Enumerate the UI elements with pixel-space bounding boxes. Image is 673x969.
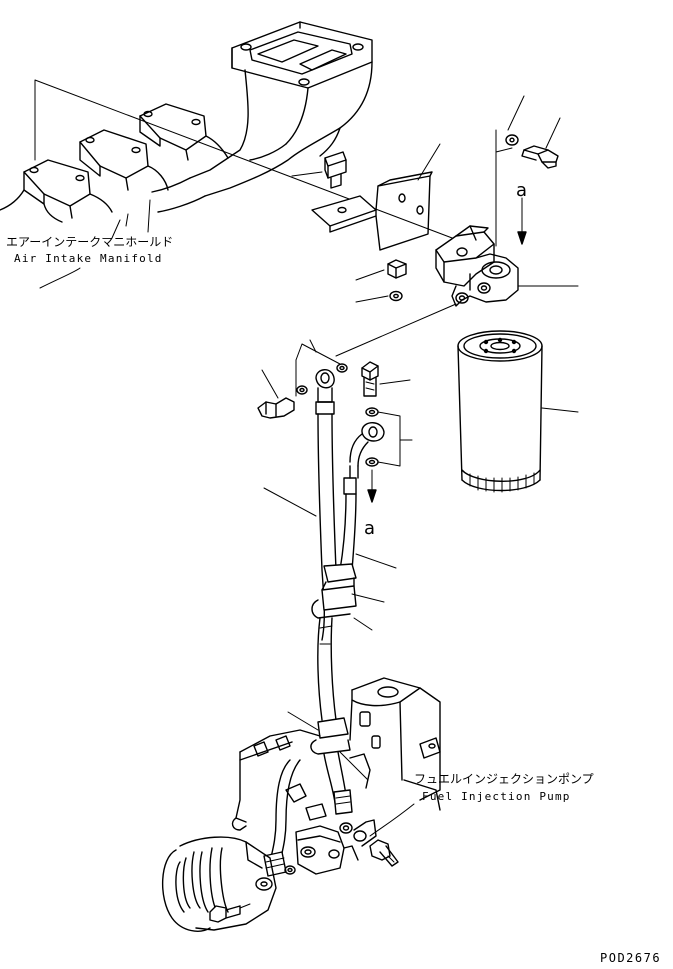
bolt-top-left bbox=[292, 152, 346, 188]
washers-hose-upper bbox=[296, 340, 347, 396]
leader-manifold-bracket bbox=[35, 80, 468, 244]
eye-bolt-left bbox=[258, 370, 294, 418]
washers-hose-right bbox=[366, 408, 412, 466]
bolt-top-right bbox=[522, 118, 560, 168]
fuel-hoses bbox=[264, 414, 396, 876]
leader-head-hose bbox=[336, 304, 456, 356]
bolt-hose-center bbox=[362, 362, 410, 396]
leader-manifold-label bbox=[40, 268, 80, 288]
washer-top-right bbox=[506, 96, 524, 145]
fuel-injection-pump-label-en: Fuel Injection Pump bbox=[422, 790, 571, 803]
hose-fitting-right-top bbox=[350, 423, 384, 466]
filter-head bbox=[436, 226, 578, 306]
mounting-bracket bbox=[312, 144, 440, 250]
bolt-filter-head bbox=[356, 260, 406, 280]
fuel-injection-pump bbox=[163, 678, 440, 931]
fuel-filter-cartridge bbox=[458, 331, 578, 492]
callout-a-lower-arrow bbox=[368, 470, 376, 502]
washer-filter-head bbox=[356, 292, 402, 303]
callout-a-upper: a bbox=[516, 180, 528, 201]
air-intake-manifold bbox=[0, 22, 372, 238]
leader-filter-head bbox=[496, 130, 512, 246]
air-intake-manifold-label-en: Air Intake Manifold bbox=[14, 252, 163, 265]
hose-fitting-left-top bbox=[316, 370, 334, 414]
drawing-code: POD2676 bbox=[600, 951, 662, 965]
callout-a-lower: a bbox=[364, 518, 376, 539]
callout-a-upper-arrow bbox=[518, 198, 526, 244]
air-intake-manifold-label-jp: エアーインテークマニホールド bbox=[6, 235, 174, 249]
fuel-injection-pump-label-jp: フュエルインジェクションポンプ bbox=[414, 772, 594, 786]
